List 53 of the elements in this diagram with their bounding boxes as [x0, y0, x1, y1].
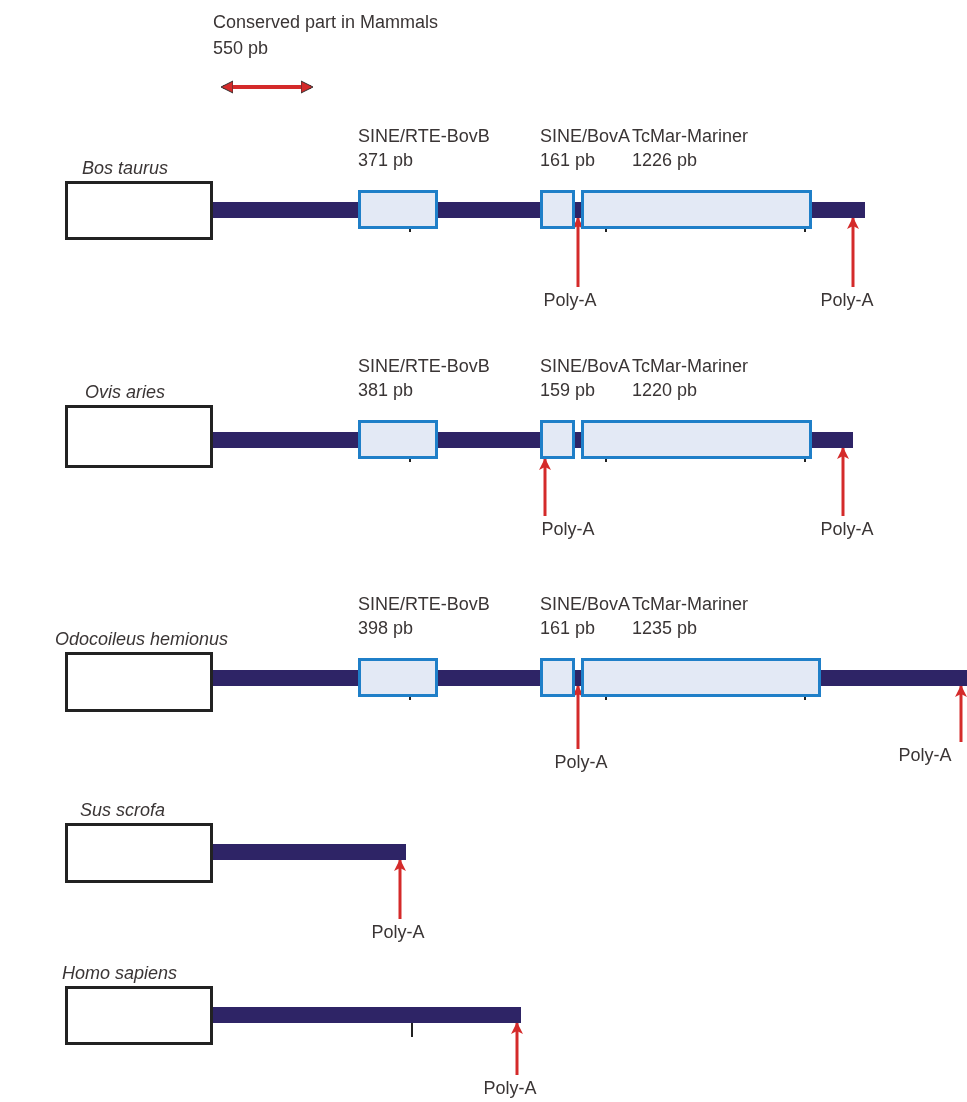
- element-length: 161 pb: [540, 617, 596, 640]
- element-name: TcMar-Mariner: [632, 593, 748, 616]
- species-name: Sus scrofa: [80, 799, 166, 821]
- species-name: Homo sapiens: [62, 962, 178, 984]
- sequence-bar: [213, 202, 358, 218]
- element-length: 398 pb: [358, 617, 414, 640]
- annotation-text: 550 pb: [213, 37, 269, 60]
- arrow: [539, 458, 551, 516]
- element-name: SINE/BovA: [540, 593, 631, 616]
- poly-a-label: Poly-A: [483, 1077, 537, 1099]
- element-name: SINE/BovA: [540, 355, 631, 378]
- element-length: 371 pb: [358, 149, 414, 172]
- element-name: SINE/RTE-BovB: [358, 355, 490, 378]
- arrow: [955, 685, 967, 742]
- sequence-bar: [438, 432, 540, 448]
- element-name: TcMar-Mariner: [632, 125, 748, 148]
- sequence-bar: [821, 670, 967, 686]
- element-name: TcMar-Mariner: [632, 355, 748, 378]
- species-name: Odocoileus hemionus: [55, 628, 229, 650]
- sequence-bar: [213, 432, 358, 448]
- element-length: 1235 pb: [632, 617, 698, 640]
- element-length: 161 pb: [540, 149, 596, 172]
- arrow: [847, 217, 859, 287]
- sequence-bar: [438, 670, 540, 686]
- poly-a-label: Poly-A: [898, 744, 952, 766]
- sequence-bar: [812, 432, 853, 448]
- sequence-bar: [213, 844, 406, 860]
- element-name: SINE/RTE-BovB: [358, 593, 490, 616]
- sequence-bar: [575, 432, 581, 448]
- sequence-bar: [213, 670, 358, 686]
- element-name: SINE/BovA: [540, 125, 631, 148]
- element-length: 381 pb: [358, 379, 414, 402]
- arrow: [837, 447, 849, 516]
- poly-a-label: Poly-A: [371, 921, 425, 943]
- poly-a-label: Poly-A: [820, 518, 874, 540]
- arrow: [511, 1022, 523, 1075]
- poly-a-label: Poly-A: [820, 289, 874, 311]
- arrow: [394, 859, 406, 919]
- annotation-text: Conserved part in Mammals: [213, 11, 439, 34]
- poly-a-label: Poly-A: [543, 289, 597, 311]
- sequence-bar: [575, 670, 581, 686]
- sequence-bar: [213, 1007, 521, 1023]
- poly-a-label: Poly-A: [541, 518, 595, 540]
- sequence-bar: [812, 202, 865, 218]
- element-length: 159 pb: [540, 379, 596, 402]
- element-length: 1226 pb: [632, 149, 698, 172]
- species-name: Bos taurus: [82, 157, 169, 179]
- sequence-bar: [438, 202, 540, 218]
- species-name: Ovis aries: [85, 381, 165, 403]
- element-name: SINE/RTE-BovB: [358, 125, 490, 148]
- element-length: 1220 pb: [632, 379, 698, 402]
- sequence-bar: [575, 202, 581, 218]
- poly-a-label: Poly-A: [554, 751, 608, 773]
